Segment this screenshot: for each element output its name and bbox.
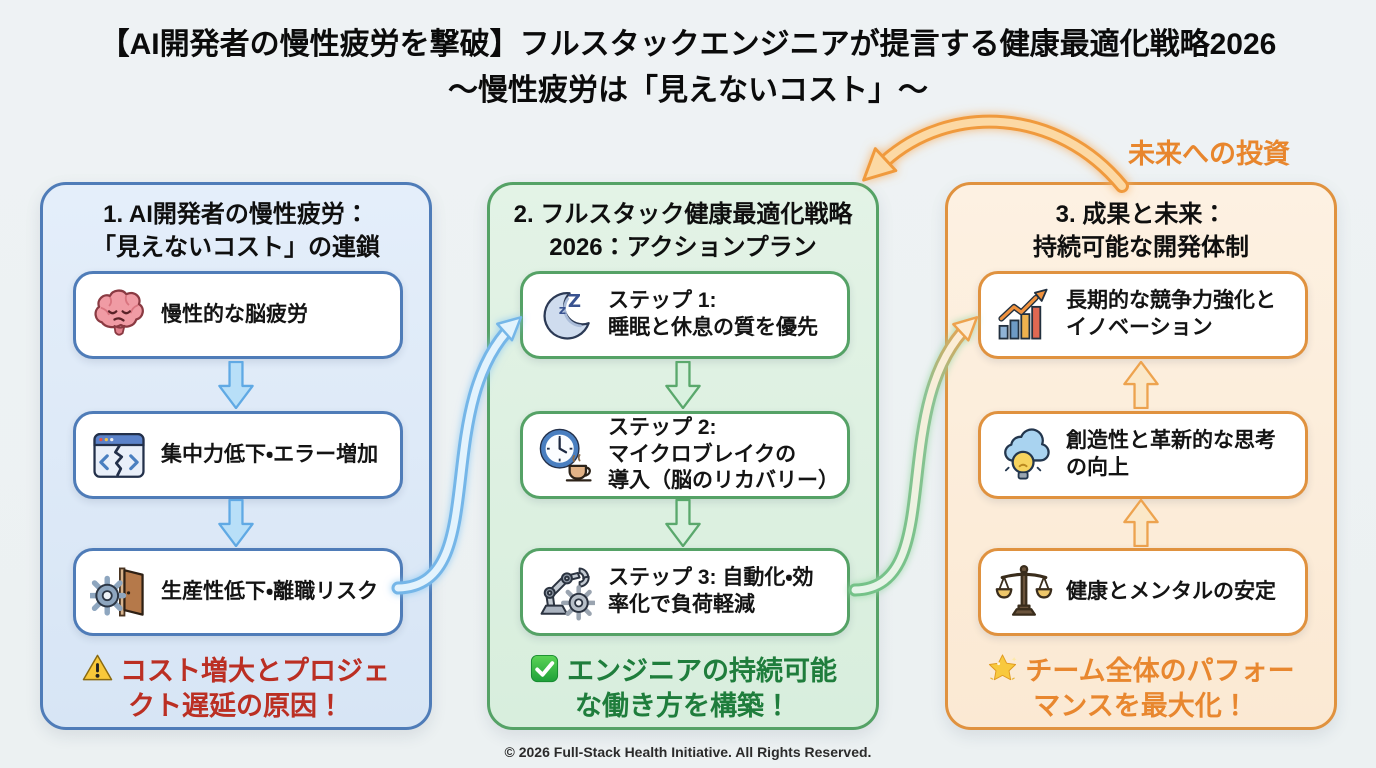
star-icon: [987, 653, 1018, 684]
gear-door-icon: [90, 563, 148, 621]
note-text: エンジニアの持続可能な働き方を構築！: [567, 656, 837, 722]
note-text: チーム全体のパフォーマンスを最大化！: [1025, 656, 1295, 722]
page-title-line1: 【AI開発者の慢性疲労を撃破】フルスタックエンジニアが提言する健康最適化戦略20…: [99, 28, 1277, 61]
card-label: 集中力低下・エラー増加: [161, 442, 379, 466]
panel-problem-note: コスト増大とプロジェクト遅延の原因！: [69, 653, 403, 724]
svg-text:Z: Z: [568, 291, 581, 312]
down-arrow-icon: [665, 361, 701, 409]
card-step2-microbreak: ステップ 2: マイクロブレイクの 導入（脳のリカバリー）: [520, 411, 850, 499]
card-health-stability: 健康とメンタルの安定: [978, 548, 1308, 636]
card-label: 生産性低下・離職リスク: [161, 579, 379, 603]
down-arrow-icon: [665, 499, 701, 547]
card-label: ステップ 1: 睡眠と休息の質を優先: [608, 289, 818, 339]
panel-outcome-title: 3. 成果と未来： 持続可能な開発体制: [1033, 201, 1249, 262]
copyright-footer: © 2026 Full-Stack Health Initiative. All…: [504, 744, 872, 760]
page-title: 【AI開発者の慢性疲労を撃破】フルスタックエンジニアが提言する健康最適化戦略20…: [0, 26, 1376, 109]
moon-sleep-icon: z Z: [537, 286, 595, 344]
card-step1-sleep: z Z ステップ 1: 睡眠と休息の質を優先: [520, 271, 850, 359]
up-arrow-icon: [1123, 361, 1159, 409]
up-arrow-icon: [1123, 499, 1159, 547]
panel-action-plan: 2. フルスタック健康最適化戦略 2026：アクションプラン z Z ステップ …: [487, 182, 879, 730]
robot-arm-icon: [537, 563, 595, 621]
card-label: ステップ 3: 自動化・効 率化で負荷軽減: [608, 566, 814, 616]
down-arrow-icon: [218, 499, 254, 547]
brain-icon: [90, 286, 148, 344]
page-title-line2: ～慢性疲労は「見えないコスト」～: [448, 73, 928, 107]
card-brain-fatigue: 慢性的な脳疲労: [73, 271, 403, 359]
growth-chart-icon: [995, 286, 1053, 344]
svg-text:z: z: [559, 302, 566, 317]
panel-problem-title: 1. AI開発者の慢性疲労： 「見えないコスト」の連鎖: [92, 201, 380, 262]
connector-future-investment: [862, 114, 1129, 193]
down-arrow-icon: [218, 361, 254, 409]
card-label: ステップ 2: マイクロブレイクの 導入（脳のリカバリー）: [608, 416, 839, 493]
card-label: 慢性的な脳疲労: [161, 302, 308, 326]
panel-plan-note: エンジニアの持続可能な働き方を構築！: [516, 653, 850, 724]
check-icon: [529, 653, 560, 684]
card-step3-automation: ステップ 3: 自動化・効 率化で負荷軽減: [520, 548, 850, 636]
cloud-bulb-icon: [995, 426, 1053, 484]
card-label: 長期的な競争力強化と イノベーション: [1066, 289, 1276, 339]
panel-outcome: 3. 成果と未来： 持続可能な開発体制 長期的な競争力強化と イノベーション: [945, 182, 1337, 730]
card-productivity-attrition: 生産性低下・離職リスク: [73, 548, 403, 636]
note-text: コスト増大とプロジェクト遅延の原因！: [120, 656, 390, 722]
clock-coffee-icon: [537, 426, 595, 484]
future-investment-label: 未来への投資: [1128, 139, 1290, 169]
scales-icon: [995, 563, 1053, 621]
panel-plan-title: 2. フルスタック健康最適化戦略 2026：アクションプラン: [513, 201, 853, 262]
card-creativity: 創造性と革新的な思考 の向上: [978, 411, 1308, 499]
warning-icon: [82, 653, 113, 684]
panel-outcome-note: チーム全体のパフォーマンスを最大化！: [974, 653, 1308, 724]
card-label: 創造性と革新的な思考 の向上: [1066, 429, 1276, 479]
card-focus-errors: 集中力低下・エラー増加: [73, 411, 403, 499]
card-competitiveness: 長期的な競争力強化と イノベーション: [978, 271, 1308, 359]
card-label: 健康とメンタルの安定: [1066, 579, 1276, 603]
panel-problem-chain: 1. AI開発者の慢性疲労： 「見えないコスト」の連鎖 慢性的な脳疲労: [40, 182, 432, 730]
broken-window-icon: [90, 426, 148, 484]
